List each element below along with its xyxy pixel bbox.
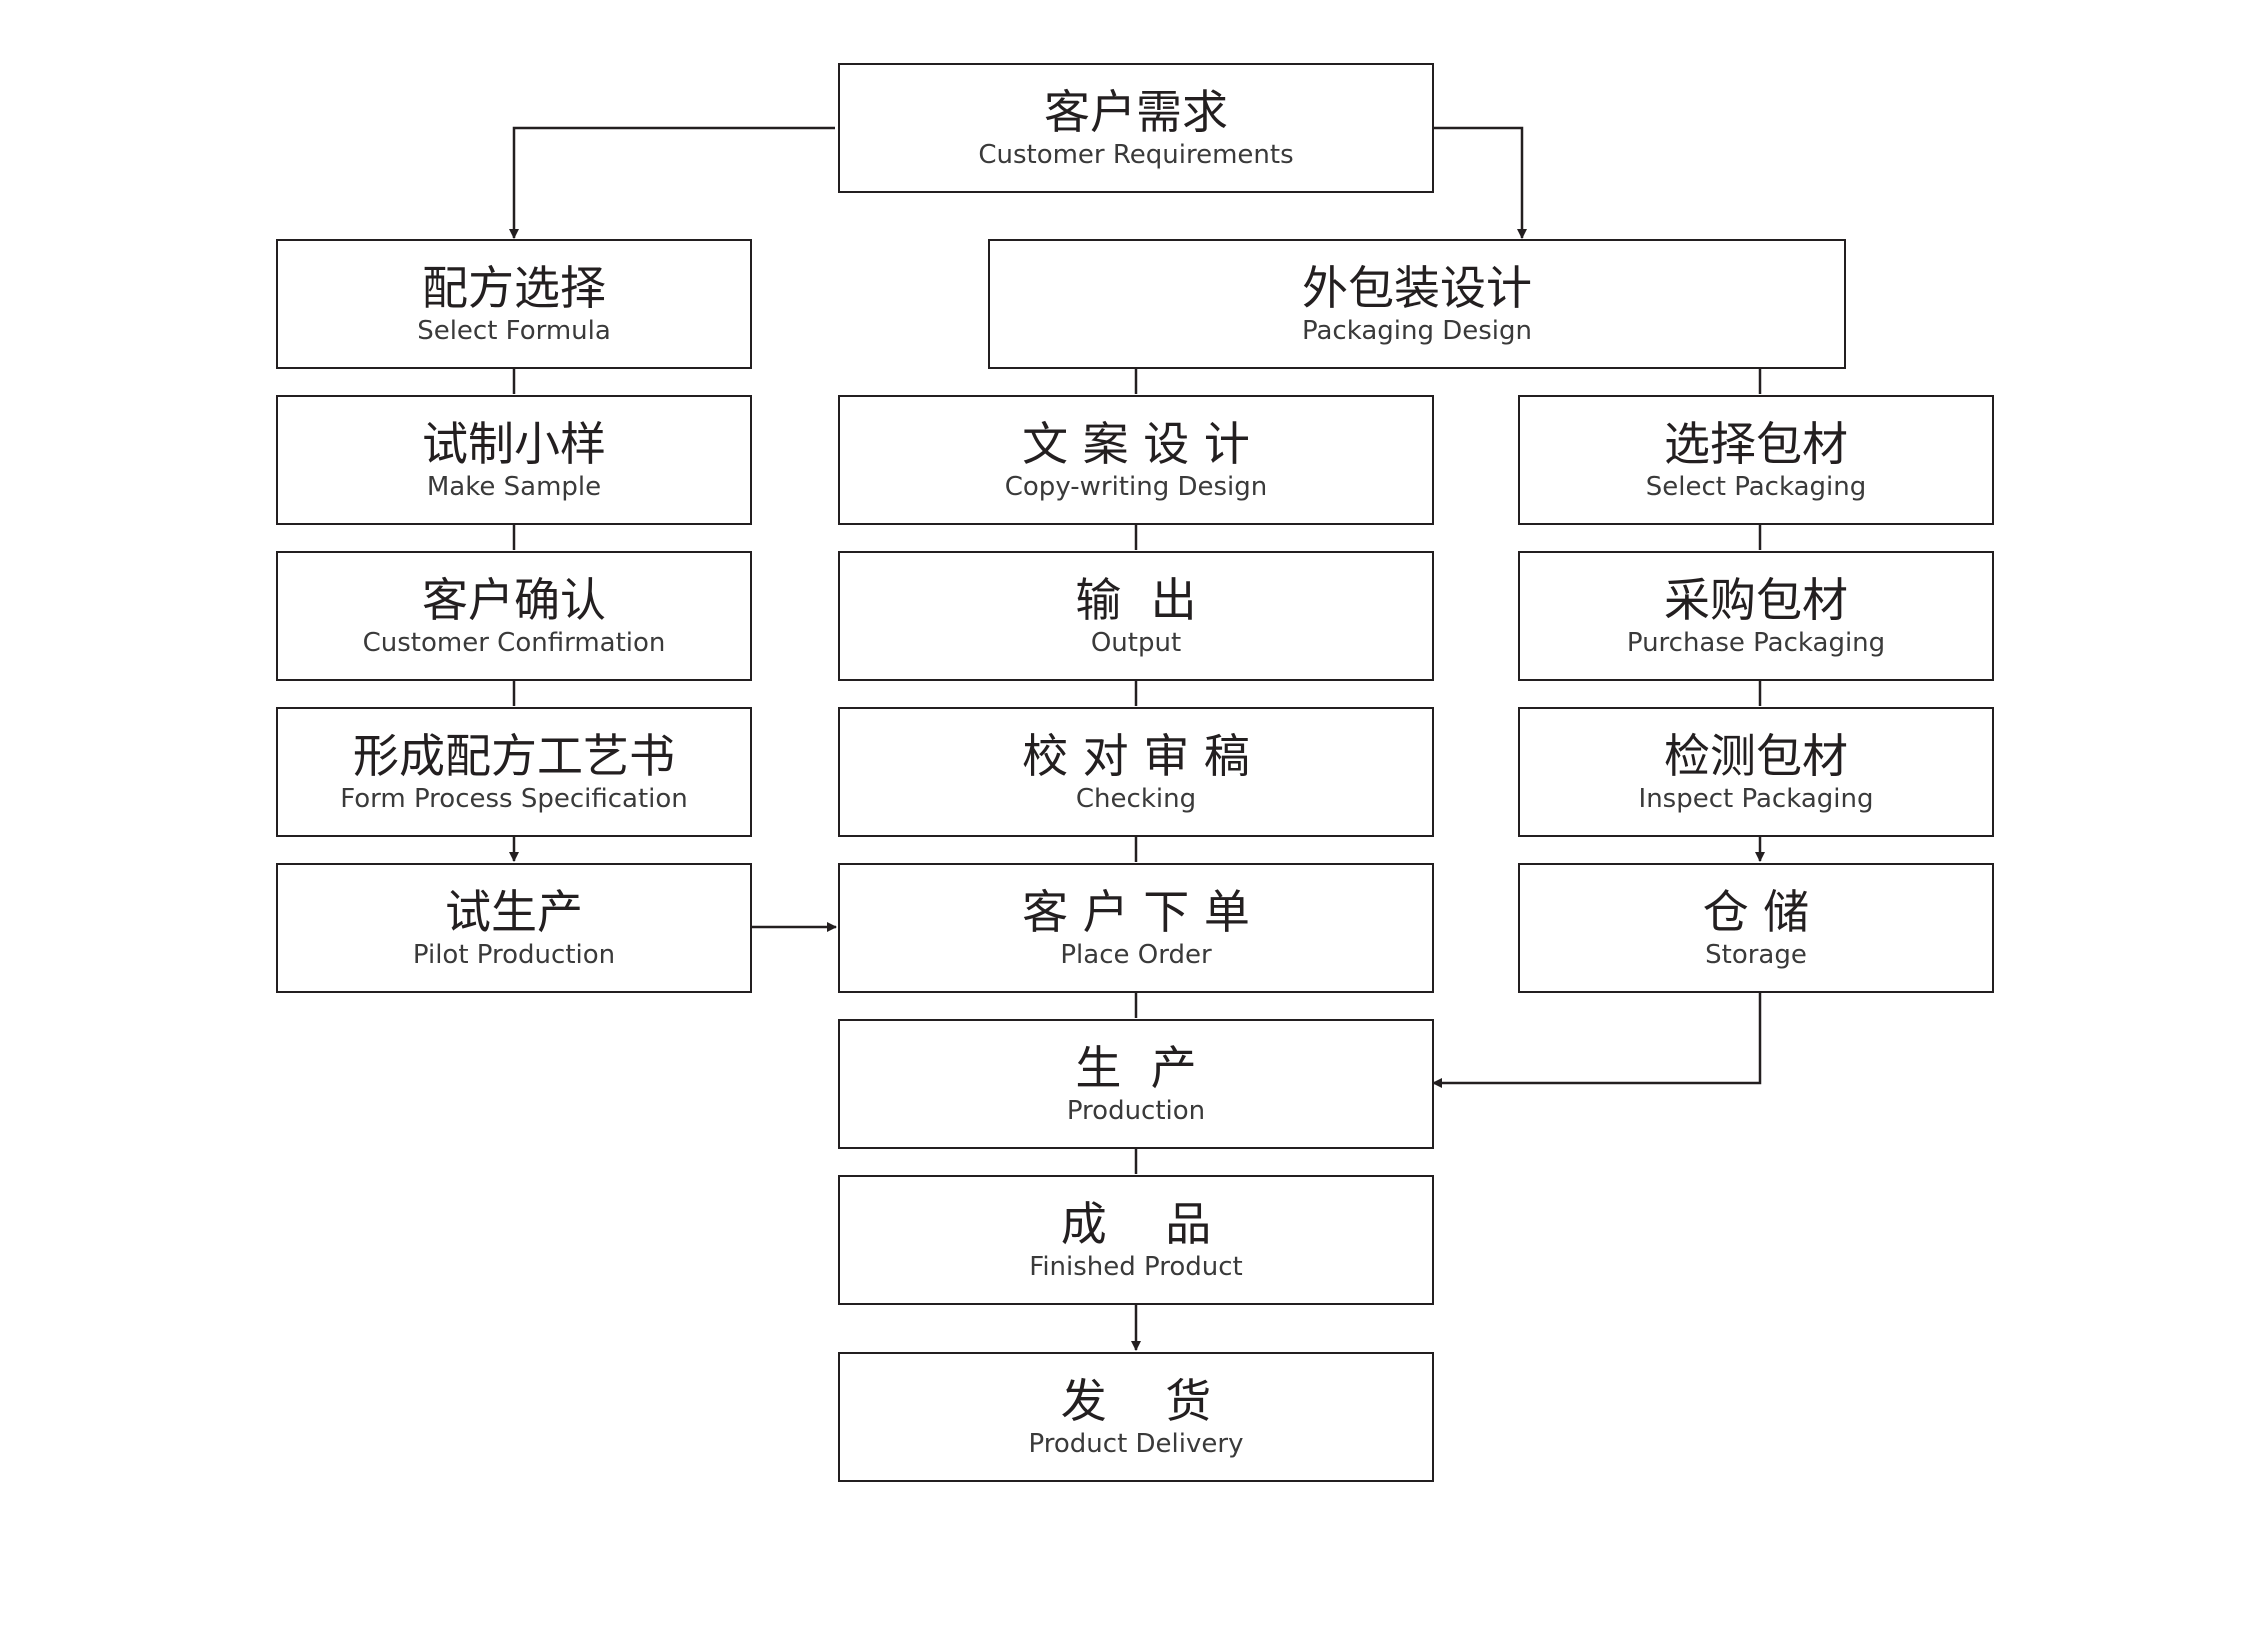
node-pilot-production: 试生产 Pilot Production (276, 863, 752, 993)
node-title-en: Form Process Specification (340, 784, 688, 814)
node-form-process-specification: 形成配方工艺书 Form Process Specification (276, 707, 752, 837)
node-title-en: Output (1090, 628, 1182, 658)
node-title-en: Select Formula (417, 316, 611, 346)
node-title-zh: 形成配方工艺书 (353, 729, 675, 783)
node-title-zh: 校 对 审 稿 (1022, 729, 1250, 783)
node-title-en: Customer Confirmation (362, 628, 666, 658)
node-packaging-design: 外包装设计 Packaging Design (988, 239, 1846, 369)
node-title-en: Customer Requirements (978, 140, 1294, 170)
node-title-en: Checking (1075, 784, 1197, 814)
node-inspect-packaging: 检测包材 Inspect Packaging (1518, 707, 1994, 837)
node-purchase-packaging: 采购包材 Purchase Packaging (1518, 551, 1994, 681)
arrow-storage-to-production (1432, 991, 1762, 1088)
node-title-zh: 仓 储 (1702, 885, 1810, 939)
node-title-en: Packaging Design (1301, 316, 1532, 346)
arrow-requirements-to-packaging-design (1431, 126, 1527, 239)
node-title-zh: 发 货 (1060, 1374, 1212, 1428)
node-select-packaging: 选择包材 Select Packaging (1518, 395, 1994, 525)
node-select-formula: 配方选择 Select Formula (276, 239, 752, 369)
node-customer-confirmation: 客户确认 Customer Confirmation (276, 551, 752, 681)
node-checking: 校 对 审 稿 Checking (838, 707, 1434, 837)
node-output: 输 出 Output (838, 551, 1434, 681)
node-copywriting-design: 文 案 设 计 Copy-writing Design (838, 395, 1434, 525)
node-title-zh: 选择包材 (1664, 417, 1848, 471)
node-title-en: Pilot Production (412, 940, 616, 970)
node-title-zh: 输 出 (1075, 573, 1197, 627)
node-title-zh: 试制小样 (422, 417, 606, 471)
node-title-en: Select Packaging (1645, 472, 1867, 502)
node-title-en: Purchase Packaging (1626, 628, 1886, 658)
arrow-requirements-to-formula (509, 126, 835, 239)
node-title-zh: 客户确认 (422, 573, 606, 627)
node-title-zh: 客户需求 (1044, 85, 1228, 139)
node-make-sample: 试制小样 Make Sample (276, 395, 752, 525)
node-product-delivery: 发 货 Product Delivery (838, 1352, 1434, 1482)
node-place-order: 客 户 下 单 Place Order (838, 863, 1434, 993)
node-title-en: Product Delivery (1028, 1429, 1244, 1459)
node-customer-requirements: 客户需求 Customer Requirements (838, 63, 1434, 193)
node-title-en: Inspect Packaging (1638, 784, 1874, 814)
node-title-zh: 成 品 (1060, 1197, 1212, 1251)
node-title-zh: 检测包材 (1664, 729, 1848, 783)
node-storage: 仓 储 Storage (1518, 863, 1994, 993)
node-title-en: Finished Product (1029, 1252, 1243, 1282)
node-title-en: Place Order (1060, 940, 1212, 970)
node-title-zh: 客 户 下 单 (1022, 885, 1250, 939)
node-title-zh: 生 产 (1075, 1041, 1197, 1095)
node-title-zh: 文 案 设 计 (1022, 417, 1250, 471)
node-title-zh: 外包装设计 (1302, 261, 1532, 315)
node-title-en: Storage (1705, 940, 1807, 970)
node-title-zh: 配方选择 (422, 261, 606, 315)
node-title-en: Production (1066, 1096, 1206, 1126)
node-title-zh: 试生产 (445, 885, 583, 939)
node-title-zh: 采购包材 (1664, 573, 1848, 627)
node-finished-product: 成 品 Finished Product (838, 1175, 1434, 1305)
node-production: 生 产 Production (838, 1019, 1434, 1149)
node-title-en: Make Sample (426, 472, 602, 502)
node-title-en: Copy-writing Design (1004, 472, 1268, 502)
